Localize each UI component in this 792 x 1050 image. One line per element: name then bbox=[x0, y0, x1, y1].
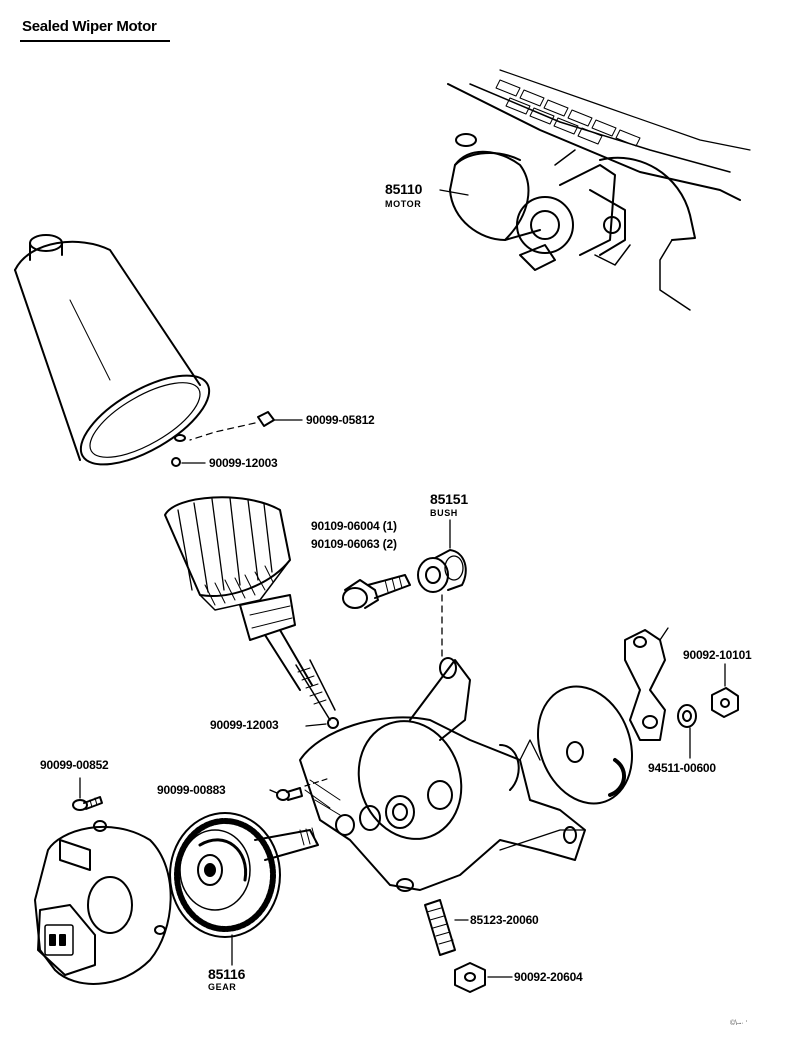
label-motor-name: MOTOR bbox=[385, 199, 422, 209]
label-90109-06004: 90109-06004 (1) bbox=[311, 519, 397, 533]
nut-20604 bbox=[454, 962, 513, 993]
diagram-title: Sealed Wiper Motor bbox=[22, 18, 157, 35]
bush-85151 bbox=[417, 519, 467, 593]
title-underline bbox=[20, 40, 170, 42]
motor-yoke bbox=[14, 234, 211, 466]
bolt-06004 bbox=[342, 574, 411, 609]
label-90092-20604: 90092-20604 bbox=[514, 970, 583, 984]
crank-arm bbox=[624, 627, 669, 741]
footer-mark: ©\ ̶̶·· ‘ bbox=[730, 1020, 748, 1027]
label-94511-00600: 94511-00600 bbox=[648, 761, 716, 775]
label-gear-number: 85116 bbox=[208, 966, 246, 982]
installed-motor-inset bbox=[447, 69, 751, 311]
gear-85116 bbox=[169, 812, 319, 966]
label-85123-20060: 85123-20060 bbox=[470, 913, 539, 927]
screw-00852 bbox=[72, 777, 103, 811]
cam-plate bbox=[536, 685, 634, 805]
label-90099-00883: 90099-00883 bbox=[157, 783, 226, 797]
motor-cover bbox=[34, 820, 172, 985]
ball-12003-bottom bbox=[327, 717, 339, 729]
label-motor-number: 85110 bbox=[385, 181, 423, 197]
cowl-grille bbox=[495, 79, 641, 147]
label-gear-name: GEAR bbox=[208, 982, 237, 992]
label-90099-12003-bottom: 90099-12003 bbox=[210, 718, 279, 732]
stud-20060 bbox=[424, 899, 469, 956]
nut-10101 bbox=[711, 687, 739, 718]
label-90099-05812: 90099-05812 bbox=[306, 413, 375, 427]
leader-85110 bbox=[439, 189, 469, 196]
armature bbox=[164, 496, 336, 721]
label-90109-06063: 90109-06063 (2) bbox=[311, 537, 397, 551]
screw-00883 bbox=[269, 777, 331, 801]
label-90099-12003-top: 90099-12003 bbox=[209, 456, 278, 470]
washer-00600 bbox=[677, 704, 697, 728]
label-90099-00852: 90099-00852 bbox=[40, 758, 109, 772]
gear-housing bbox=[299, 657, 586, 892]
label-90092-10101: 90092-10101 bbox=[683, 648, 752, 662]
nut-05812 bbox=[257, 411, 275, 427]
label-bush-name: BUSH bbox=[430, 508, 458, 518]
ball-12003-top bbox=[171, 457, 181, 467]
label-bush-number: 85151 bbox=[430, 491, 468, 507]
